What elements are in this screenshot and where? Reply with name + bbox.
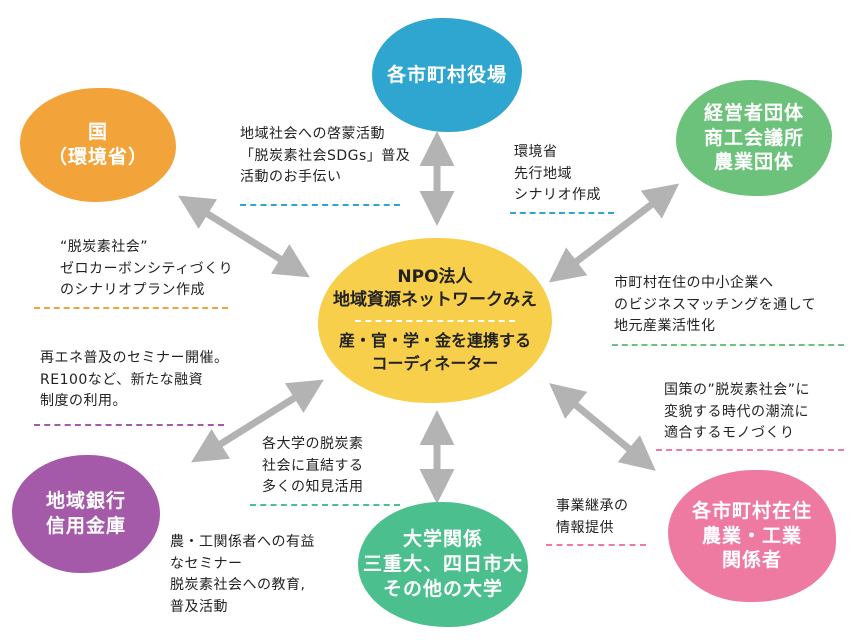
note-municipal-left: 地域社会への啓蒙活動 「脱炭素社会SDGs」普及 活動のお手伝い [240, 126, 411, 186]
node-industry-line-2: 農業・工業 [701, 524, 802, 547]
node-universities-line-2: 三重大、四日市大 [362, 553, 523, 576]
node-municipal-office: 各市町村役場 [372, 18, 522, 132]
node-industry-line-3: 関係者 [721, 549, 782, 572]
note-municipal-left-rule [240, 204, 400, 206]
node-industry-line-1: 各市町村在住 [691, 499, 812, 522]
note-business: 市町村在住の中小企業へ のビジネスマッチングを通して 地元産業活性化 [614, 275, 817, 335]
note-succession: 事業継承の 情報提供 [556, 498, 629, 536]
node-banks-line-1: 地域銀行 [45, 490, 126, 513]
node-banks-line-2: 信用金庫 [45, 515, 126, 537]
note-business-rule [612, 344, 844, 346]
note-municipal-right: 環境省 先行地域 シナリオ作成 [514, 144, 601, 204]
note-municipal-right-rule [510, 212, 614, 214]
node-national: 国 （環境省） [20, 88, 176, 202]
arrow-center-business [548, 183, 680, 283]
node-universities-line-3: その他の大学 [382, 577, 503, 600]
note-industry-policy-rule [656, 449, 844, 451]
node-national-line-2: （環境省） [47, 146, 148, 168]
arrow-center-banks [191, 379, 324, 463]
note-universities-rule [250, 504, 400, 506]
node-universities: 大学関係 三重大、四日市大 その他の大学 [358, 502, 528, 627]
node-national-line-1: 国 [87, 121, 108, 144]
center-divider [355, 319, 515, 322]
arrow-center-industry [549, 383, 656, 471]
node-local-industry: 各市町村在住 農業・工業 関係者 [668, 470, 836, 602]
node-business-line-2: 商工会議所 [703, 126, 804, 149]
node-universities-line-1: 大学関係 [402, 528, 483, 551]
node-municipal-office-label: 各市町村役場 [386, 63, 507, 86]
note-banks: 再エネ普及のセミナー開催。 RE100など、新たな融資 制度の利用。 [40, 350, 229, 410]
center-role-line-1: 産・官・学・金を連携する [338, 330, 531, 350]
center-role-line-2: コーディネーター [371, 353, 499, 373]
center-title-line-1: NPO法人 [397, 266, 473, 287]
center-title-line-2: 地域資源ネットワークみえ [333, 289, 537, 310]
note-succession-rule [546, 544, 646, 546]
note-universities: 各大学の脱炭素 社会に直結する 多くの知見活用 [262, 436, 364, 496]
note-national: “脱炭素社会” ゼロカーボンシティづくり のシナリオプラン作成 [60, 239, 234, 299]
node-business-line-1: 経営者団体 [703, 101, 804, 124]
node-business-line-3: 農業団体 [713, 151, 794, 174]
arrow-center-national [178, 195, 310, 278]
note-industry-policy: 国策の”脱炭素社会”に 変貌する時代の潮流に 適合するモノづくり [664, 382, 811, 442]
note-seminar: 農・工関係者への有益 なセミナー 脱炭素社会への教育, 普及活動 [170, 534, 315, 616]
center-coordinator: NPO法人 地域資源ネットワークみえ 産・官・学・金を連携する コーディネーター [318, 238, 552, 403]
node-business-groups: 経営者団体 商工会議所 農業団体 [676, 80, 832, 196]
node-regional-banks: 地域銀行 信用金庫 [12, 455, 160, 573]
note-banks-rule [34, 424, 224, 426]
note-national-rule [34, 307, 228, 309]
